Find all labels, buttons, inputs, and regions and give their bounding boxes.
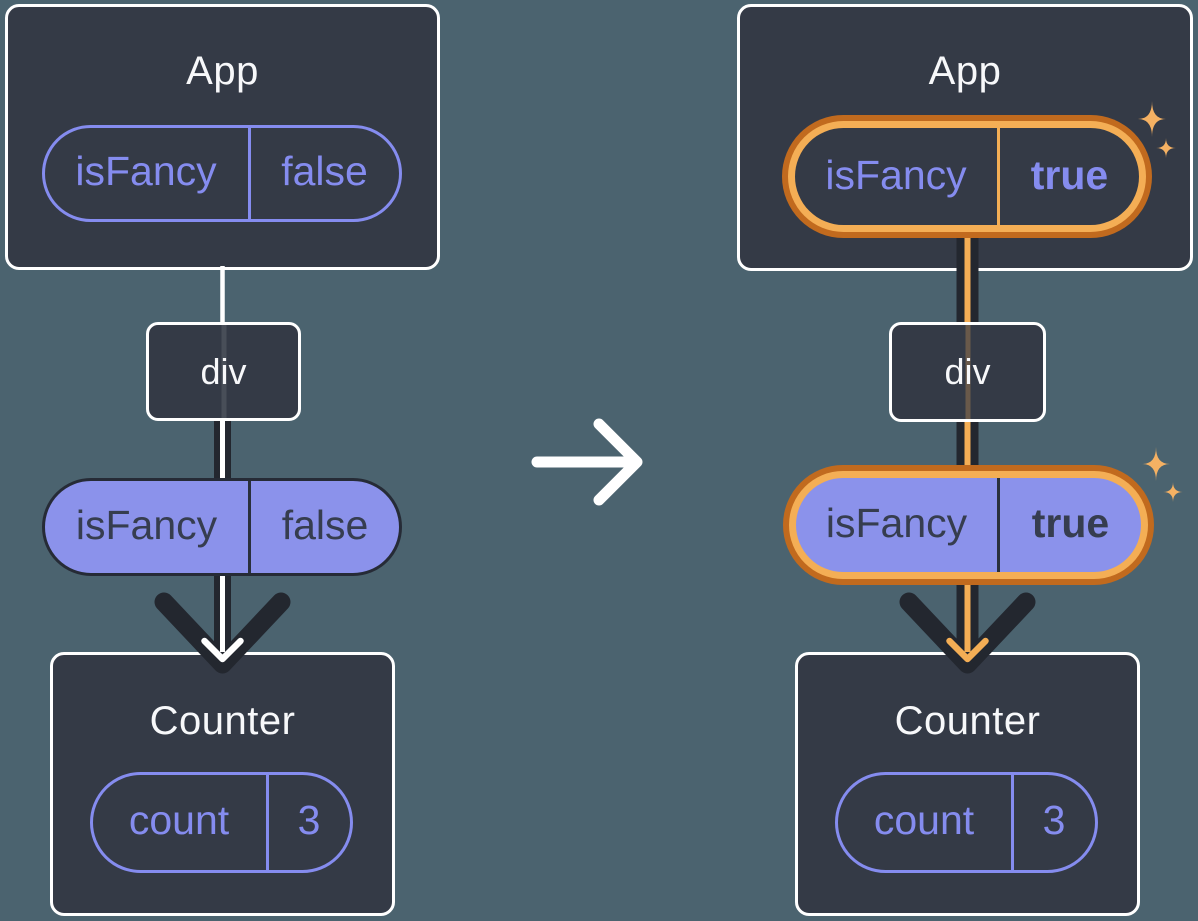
pill-divider [1010, 774, 1014, 870]
transition-arrow-icon [531, 418, 643, 506]
left-passed-prop-name: isFancy [75, 502, 218, 548]
lower-sparkles-icon [1142, 447, 1183, 502]
right-passed-prop-name: isFancy [825, 500, 968, 546]
highlight-ring-inner: isFancy true [788, 121, 1146, 232]
pill-divider [265, 774, 269, 870]
left-passed-prop-pill: isFancy false [42, 478, 402, 576]
right-app-prop-highlight-ring: isFancy true [782, 115, 1152, 238]
left-app-prop-value: false [281, 148, 368, 194]
right-counter-state-name: count [873, 797, 975, 843]
right-div-node: div [889, 322, 1046, 422]
highlight-ring-inner: isFancy true [789, 471, 1148, 579]
right-div-label: div [944, 351, 991, 392]
left-app-title: App [186, 49, 259, 93]
right-app-title: App [928, 49, 1002, 93]
pill-divider [247, 127, 251, 219]
pill-divider [248, 481, 251, 573]
right-counter-state-value: 3 [1042, 797, 1066, 843]
left-app-prop-pill: isFancy false [41, 124, 402, 222]
left-counter-state-name: count [128, 797, 230, 843]
pill-divider [997, 478, 1000, 572]
left-counter-state-value: 3 [297, 797, 321, 843]
right-passed-prop-highlight-ring: isFancy true [783, 465, 1154, 585]
left-div-label: div [200, 350, 247, 392]
right-passed-prop-value: true [1031, 500, 1110, 546]
right-passed-prop-pill: isFancy true [796, 478, 1141, 572]
left-app-prop-name: isFancy [75, 148, 217, 194]
right-app-prop-value: true [1030, 151, 1109, 198]
right-counter-node: Counter count 3 [795, 652, 1140, 916]
left-div-node: div [146, 322, 301, 421]
left-counter-title: Counter [149, 699, 296, 743]
right-counter-title: Counter [894, 699, 1041, 743]
right-counter-state-pill: count 3 [834, 771, 1098, 873]
left-counter-state-pill: count 3 [89, 771, 353, 873]
left-div-ghost-line [221, 325, 226, 418]
right-app-prop-name: isFancy [825, 151, 967, 198]
right-div-ghost-line [965, 325, 970, 419]
left-app-node: App isFancy false [5, 4, 440, 270]
right-app-prop-pill: isFancy true [795, 128, 1139, 225]
left-passed-prop-value: false [281, 502, 369, 548]
pill-divider [997, 128, 1000, 225]
left-counter-node: Counter count 3 [50, 652, 395, 916]
